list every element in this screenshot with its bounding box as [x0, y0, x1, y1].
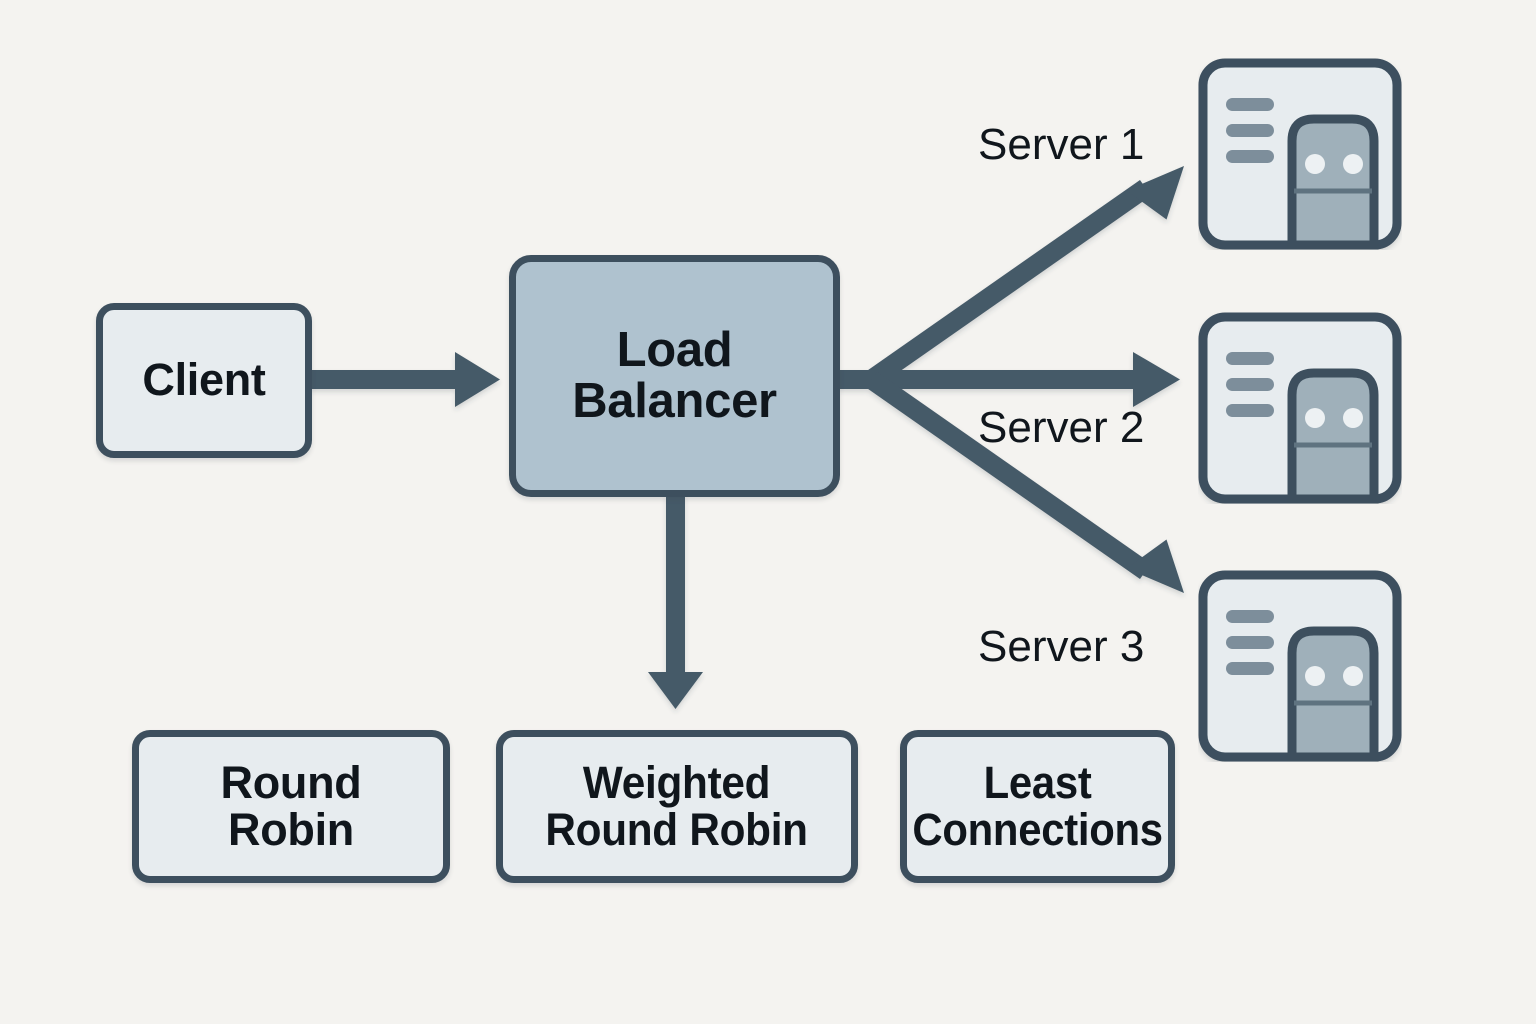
node-algorithm-least-connections[interactable]: Least Connections [900, 730, 1175, 883]
node-algorithm-label: Weighted Round Robin [545, 756, 809, 855]
server-icon[interactable] [1198, 570, 1402, 762]
server-2-label: Server 2 [978, 403, 1145, 452]
node-client-label: Client [142, 354, 266, 406]
server-1-label: Server 1 [978, 120, 1145, 169]
arrow-load-balancer-to-server-2 [866, 352, 1180, 407]
server-led-indicator [1343, 666, 1363, 686]
server-led-indicator [1305, 154, 1325, 174]
server-drive-bay [1287, 114, 1379, 250]
server-led-indicator [1305, 408, 1325, 428]
server-drive-bay [1287, 626, 1379, 762]
arrow-load-balancer-to-server-1 [866, 166, 1184, 388]
server-vent-lines [1226, 98, 1274, 163]
node-algorithm-weighted-round-robin[interactable]: Weighted Round Robin [496, 730, 858, 883]
server-icon[interactable] [1198, 58, 1402, 250]
node-algorithm-round-robin[interactable]: Round Robin [132, 730, 450, 883]
server-led-indicator [1343, 154, 1363, 174]
node-algorithm-label: Least Connections [912, 756, 1163, 855]
node-client[interactable]: Client [96, 303, 312, 458]
node-load-balancer-label: Load Balancer [572, 323, 777, 428]
server-3-label: Server 3 [978, 622, 1145, 671]
arrow-load-balancer-to-algorithms [648, 495, 703, 709]
node-load-balancer[interactable]: Load Balancer [509, 255, 840, 497]
server-icon[interactable] [1198, 312, 1402, 504]
server-vent-lines [1226, 352, 1274, 417]
server-led-indicator [1305, 666, 1325, 686]
server-drive-bay [1287, 368, 1379, 504]
arrow-load-balancer-to-server-3 [866, 371, 1184, 593]
node-algorithm-label: Round Robin [220, 756, 362, 855]
server-vent-lines [1226, 610, 1274, 675]
server-led-indicator [1343, 408, 1363, 428]
arrow-client-to-load-balancer [310, 352, 500, 407]
